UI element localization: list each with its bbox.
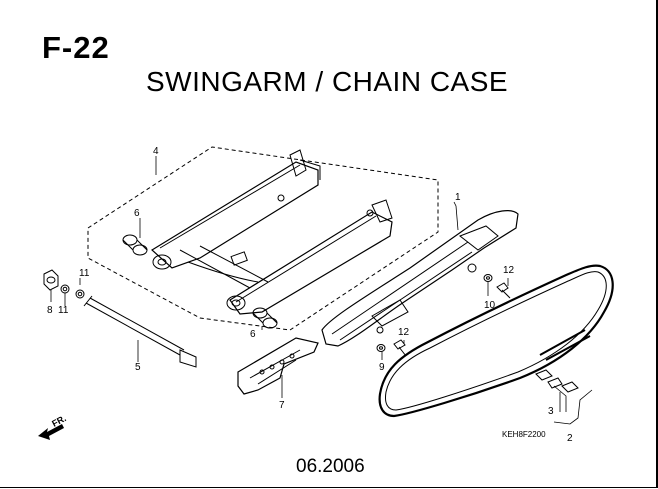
callout-6-upper: 6 — [134, 208, 140, 219]
callout-1: 1 — [455, 192, 461, 203]
figure-code: F-22 — [42, 30, 110, 65]
diagram-title: SWINGARM / CHAIN CASE — [146, 66, 509, 97]
callout-7: 7 — [279, 400, 285, 411]
revision-date: 06.2006 — [296, 456, 365, 477]
reference-code: KEH8F2200 — [502, 430, 546, 439]
washer-11a — [60, 284, 70, 294]
callout-3: 3 — [548, 406, 554, 417]
master-link — [535, 369, 579, 393]
callout-11-lower: 11 — [58, 305, 69, 316]
bolt-12a — [496, 282, 511, 299]
callout-4: 4 — [153, 146, 159, 157]
callout-9: 9 — [379, 362, 385, 373]
chain-case — [321, 210, 519, 347]
front-direction-arrow: FR. — [38, 413, 68, 440]
chain-slider — [237, 337, 319, 395]
callout-8: 8 — [47, 305, 53, 316]
callout-6-lower: 6 — [250, 329, 256, 340]
swingarm — [151, 149, 393, 315]
drive-chain — [378, 264, 614, 418]
callout-12-upper: 12 — [503, 265, 515, 276]
leader-lines — [50, 156, 593, 425]
bushing-lower — [252, 307, 278, 329]
callout-2: 2 — [567, 433, 573, 444]
nut-10 — [483, 274, 493, 282]
callout-5: 5 — [135, 362, 141, 373]
fr-label: FR. — [50, 413, 67, 429]
callout-12-lower: 12 — [398, 327, 410, 338]
nut-8 — [43, 269, 59, 291]
callout-numbers: 4 1 6 12 10 11 8 11 6 12 5 9 7 3 2 — [47, 146, 573, 444]
bushing-upper — [122, 234, 148, 256]
callout-11-upper: 11 — [79, 268, 90, 279]
washer-11b — [75, 289, 85, 299]
nut-9 — [376, 344, 386, 352]
callout-10: 10 — [484, 300, 496, 311]
pivot-bolt — [83, 295, 197, 368]
